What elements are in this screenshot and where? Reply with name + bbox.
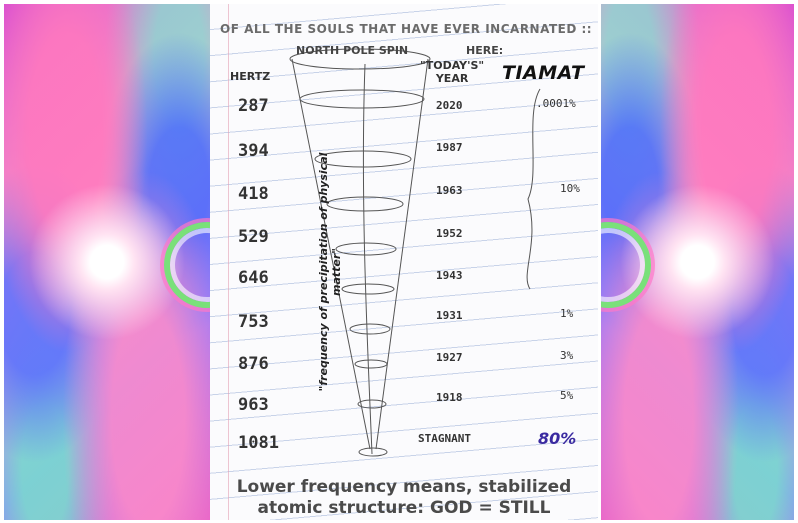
hertz-value: 394 <box>238 141 269 161</box>
hertz-value: 753 <box>238 312 269 332</box>
hertz-value: 287 <box>238 96 269 116</box>
spin-ellipse <box>326 196 404 212</box>
year-value: 2020 <box>436 99 463 112</box>
margin-line <box>228 4 229 520</box>
year-value: STAGNANT <box>418 432 471 445</box>
year-value: 1927 <box>436 351 463 364</box>
footer-line-2: atomic structure: GOD = STILL <box>257 498 551 518</box>
spiral-drawing <box>289 48 541 457</box>
hertz-header: HERTZ <box>230 70 271 83</box>
percent-value-highlight: 80% <box>538 429 577 448</box>
footer-line-1: Lower frequency means, stabilized <box>236 477 572 497</box>
spin-ellipse <box>341 283 395 295</box>
hertz-value: 1081 <box>238 433 279 453</box>
hertz-value: 529 <box>238 227 269 247</box>
bracket-curve <box>526 88 541 290</box>
percent-value: 1% <box>560 307 574 320</box>
ruled-lines <box>210 4 598 520</box>
spin-axis <box>362 63 373 455</box>
notebook-panel: OF ALL THE SOULS THAT HAVE EVER INCARNAT… <box>210 4 598 520</box>
right-decor-panel <box>601 4 794 520</box>
spin-ellipse <box>354 359 388 369</box>
percent-value: .0001% <box>536 97 576 110</box>
hertz-value: 646 <box>238 268 269 288</box>
spin-ellipse <box>349 323 391 335</box>
spin-ellipse <box>289 48 431 70</box>
percent-value: 10% <box>560 182 580 195</box>
funnel-right <box>375 58 429 450</box>
hertz-value: 876 <box>238 354 269 374</box>
hertz-value: 963 <box>238 395 269 415</box>
vertical-caption: "frequency of precipitation of physical … <box>317 152 343 392</box>
here-label: HERE: <box>466 44 504 57</box>
tiamat-label: TIAMAT <box>502 62 585 84</box>
left-decor-panel <box>4 4 210 520</box>
percent-value: 5% <box>560 389 574 402</box>
spin-ellipse <box>358 447 388 457</box>
todays-year-header: "TODAY'S" YEAR <box>420 59 485 85</box>
spin-ellipse <box>357 399 387 409</box>
year-value: 1963 <box>436 184 463 197</box>
year-value: 1943 <box>436 269 463 282</box>
year-value: 1931 <box>436 309 463 322</box>
hertz-value: 418 <box>238 184 269 204</box>
spin-ellipse <box>299 89 425 109</box>
spin-ellipse <box>335 242 397 256</box>
percent-value: 3% <box>560 349 574 362</box>
year-value: 1952 <box>436 227 463 240</box>
funnel-left <box>291 58 371 450</box>
year-value: 1987 <box>436 141 463 154</box>
north-pole-label: NORTH POLE SPIN <box>296 44 409 57</box>
page-title: OF ALL THE SOULS THAT HAVE EVER INCARNAT… <box>220 22 593 36</box>
year-value: 1918 <box>436 391 463 404</box>
